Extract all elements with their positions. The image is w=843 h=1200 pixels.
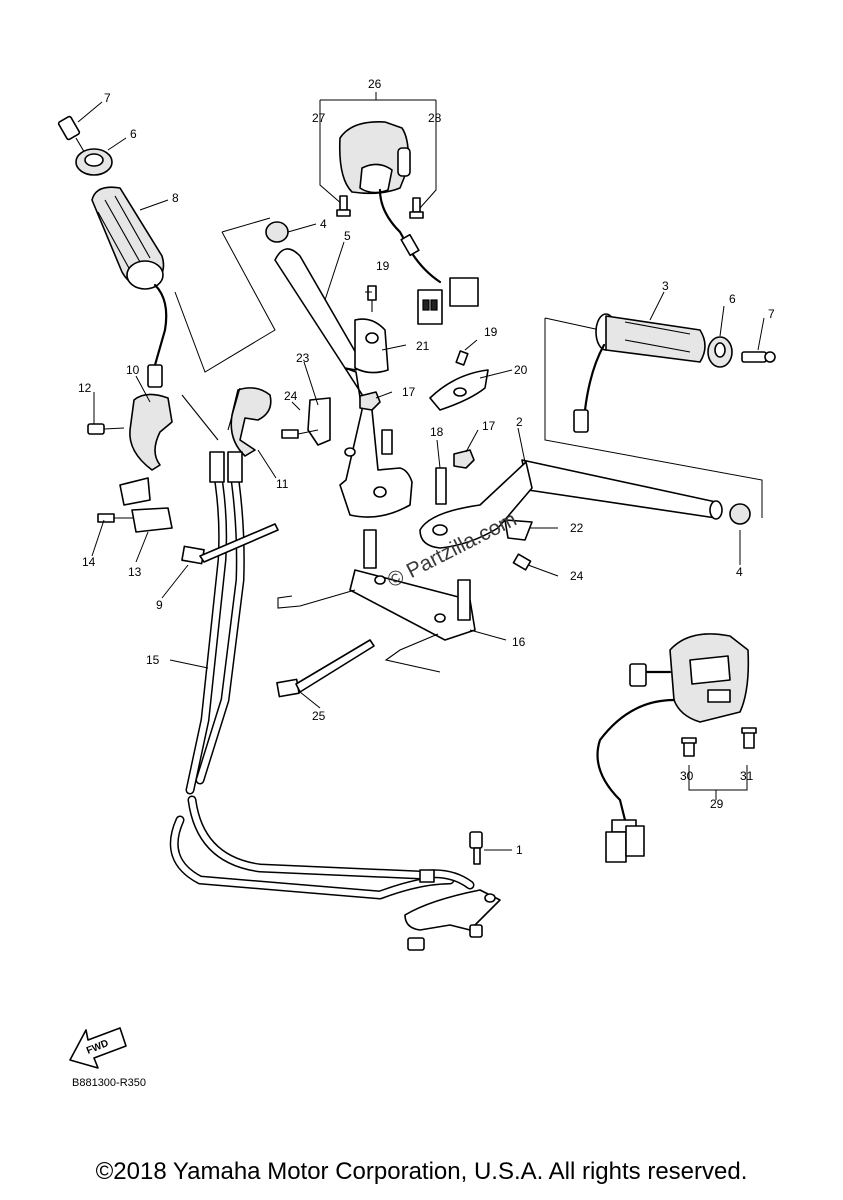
cable-tie-9[interactable] bbox=[181, 523, 279, 565]
screw-24-right[interactable] bbox=[512, 553, 532, 571]
screw-27[interactable] bbox=[336, 195, 351, 217]
callout-25: 25 bbox=[312, 709, 326, 723]
callout-17-left: 17 bbox=[402, 385, 416, 399]
callout-31: 31 bbox=[740, 769, 754, 783]
screw-12[interactable] bbox=[87, 423, 125, 435]
grip-8-left[interactable] bbox=[91, 186, 168, 388]
left-handlebar-5[interactable] bbox=[274, 248, 413, 518]
nut-17-right[interactable] bbox=[453, 449, 475, 469]
cable-tie-25[interactable] bbox=[276, 639, 375, 698]
clamp-10[interactable] bbox=[119, 393, 173, 506]
bar-end-weight-4-right[interactable] bbox=[729, 503, 751, 525]
callout-24-right: 24 bbox=[570, 569, 584, 583]
bolt-1[interactable] bbox=[469, 831, 483, 865]
screw-30[interactable] bbox=[681, 737, 697, 757]
callout-4-top: 4 bbox=[320, 217, 327, 231]
callout-24-left: 24 bbox=[284, 389, 298, 403]
screw-24-left[interactable] bbox=[281, 429, 319, 439]
clamp-11[interactable] bbox=[230, 387, 272, 457]
screw-19-left[interactable] bbox=[367, 285, 377, 312]
callout-7-left: 7 bbox=[104, 91, 111, 105]
bracket-22[interactable] bbox=[504, 519, 533, 541]
callout-21: 21 bbox=[416, 339, 430, 353]
callout-30: 30 bbox=[680, 769, 694, 783]
bridge-bracket-16[interactable] bbox=[277, 529, 476, 673]
clip-13[interactable] bbox=[131, 507, 173, 533]
diagram-code: B881300-R350 bbox=[72, 1077, 146, 1089]
fwd-arrow-icon: FWD bbox=[69, 1027, 127, 1069]
bolt-18-right[interactable] bbox=[435, 467, 447, 505]
callout-10: 10 bbox=[126, 363, 140, 377]
callout-2: 2 bbox=[516, 415, 523, 429]
callout-23: 23 bbox=[296, 351, 310, 365]
screw-19-right[interactable] bbox=[455, 350, 469, 366]
screw-28[interactable] bbox=[409, 197, 424, 219]
group-bracket-26 bbox=[319, 92, 437, 209]
grip-3-right[interactable] bbox=[573, 313, 706, 433]
nut-17-left[interactable] bbox=[359, 391, 381, 411]
callout-26: 26 bbox=[368, 77, 382, 91]
callout-17-right: 17 bbox=[482, 419, 496, 433]
screw-7-right[interactable] bbox=[741, 351, 776, 363]
callout-6-right: 6 bbox=[729, 292, 736, 306]
callout-12: 12 bbox=[78, 381, 92, 395]
callout-20: 20 bbox=[514, 363, 528, 377]
left-handlebar-switch[interactable] bbox=[596, 633, 750, 863]
callout-19-right: 19 bbox=[484, 325, 498, 339]
callout-27: 27 bbox=[312, 111, 326, 125]
callout-6-left: 6 bbox=[130, 127, 137, 141]
callout-28: 28 bbox=[428, 111, 442, 125]
callout-7-right: 7 bbox=[768, 307, 775, 321]
callout-3: 3 bbox=[662, 279, 669, 293]
callout-11: 11 bbox=[276, 477, 289, 491]
right-handlebar-2[interactable] bbox=[419, 459, 723, 549]
callout-4-right: 4 bbox=[736, 565, 743, 579]
collar-21[interactable] bbox=[354, 318, 389, 374]
screw-31[interactable] bbox=[741, 727, 757, 749]
copyright-notice: ©2018 Yamaha Motor Corporation, U.S.A. A… bbox=[95, 1158, 748, 1185]
callout-14: 14 bbox=[82, 555, 96, 569]
callout-15: 15 bbox=[146, 653, 160, 667]
callout-9: 9 bbox=[156, 598, 163, 612]
callout-labels: 1 2 3 4 4 5 6 6 7 7 8 9 10 11 12 13 14 1… bbox=[78, 77, 775, 857]
leader-lines bbox=[77, 101, 765, 851]
callout-8: 8 bbox=[172, 191, 179, 205]
callout-1: 1 bbox=[516, 843, 523, 857]
callout-22: 22 bbox=[570, 521, 584, 535]
callout-19-left: 19 bbox=[376, 259, 390, 273]
callout-5: 5 bbox=[344, 229, 351, 243]
screw-7-left[interactable] bbox=[57, 115, 87, 156]
screw-14[interactable] bbox=[97, 513, 134, 523]
callout-18: 18 bbox=[430, 425, 444, 439]
bar-end-weight-4-top[interactable] bbox=[265, 221, 289, 243]
grip-end-6-left[interactable] bbox=[75, 148, 113, 176]
callout-29: 29 bbox=[710, 797, 724, 811]
throttle-cable-15[interactable] bbox=[169, 387, 475, 900]
collar-20[interactable] bbox=[429, 369, 489, 411]
callout-13: 13 bbox=[128, 565, 142, 579]
bracket-23[interactable] bbox=[307, 397, 331, 446]
grip-end-6-right[interactable] bbox=[707, 336, 733, 368]
cable-bracket[interactable] bbox=[404, 889, 501, 951]
right-handlebar-switch[interactable] bbox=[338, 121, 479, 325]
callout-16: 16 bbox=[512, 635, 526, 649]
bolt-18-left[interactable] bbox=[381, 429, 393, 455]
